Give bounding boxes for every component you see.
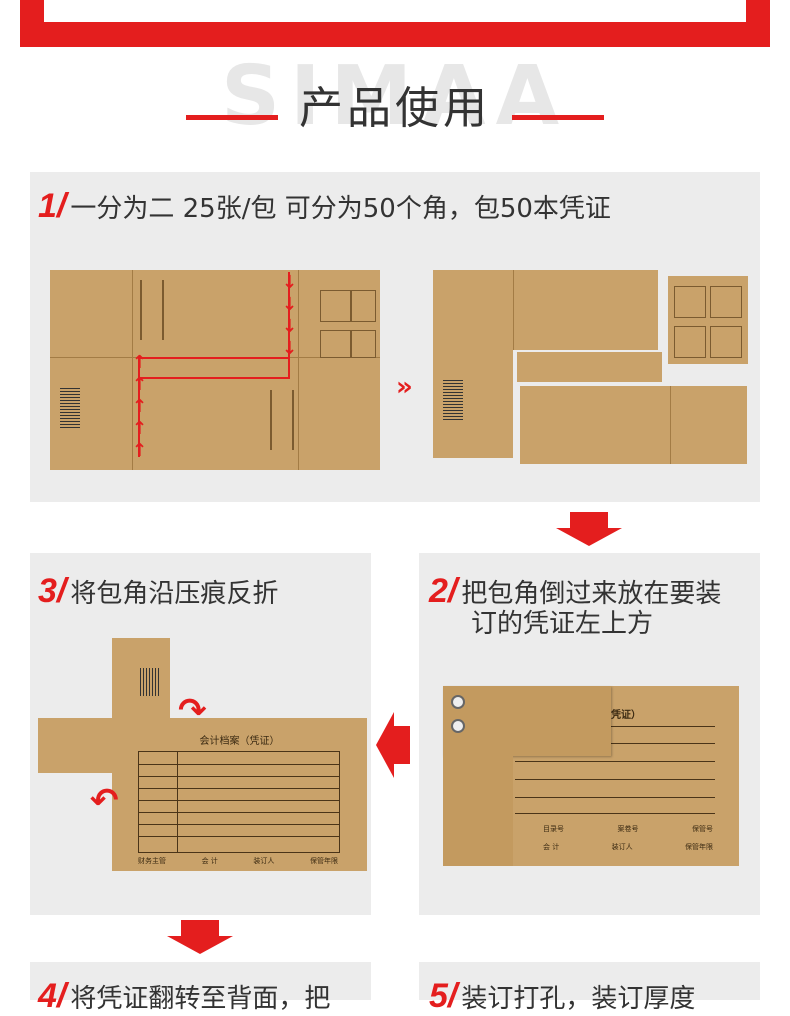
kraft-piece-bottom-left <box>433 350 513 458</box>
grommet-icon <box>451 695 465 709</box>
header-line-left <box>186 115 278 120</box>
step-4-caption: 4/将凭证翻转至背面，把 <box>38 977 331 1016</box>
form-left-footer-0: 财务主管 <box>138 857 166 865</box>
top-frame-inner <box>44 0 746 22</box>
step-3-text: 将包角沿压痕反折 <box>70 579 279 609</box>
cut-line-left <box>138 357 140 457</box>
arrow-left-block <box>394 726 410 764</box>
arrow-down-icon: ↓↓↓↓ <box>282 272 298 359</box>
form-right-footer-1: 装订人 <box>611 843 633 851</box>
form-left-footer-3: 保管年限 <box>309 857 338 865</box>
kraft-piece-top-left <box>433 270 658 350</box>
step-2-text-line2: 订的凭证左上方 <box>471 609 654 639</box>
form-left-footer-2: 装订人 <box>253 857 275 865</box>
arrow-down-block-2 <box>181 920 219 936</box>
step-3-panel: 3/将包角沿压痕反折 会计档案（凭证） 财务主管 会 计 装订人 保管年限 ↷ … <box>30 553 371 915</box>
cut-line-bottom <box>140 377 290 379</box>
form-right-label-2: 保管号 <box>692 825 713 833</box>
step-2-number: 2/ <box>429 572 458 610</box>
grommet-icon-2 <box>451 719 465 733</box>
step-2-panel: 2/把包角倒过来放在要装 订的凭证左上方 凭证） 目录号 案卷号 保管号 会 计… <box>419 553 760 915</box>
form-right-footer-0: 会 计 <box>543 843 560 851</box>
cut-line-right <box>288 272 290 377</box>
cut-line-top <box>140 357 290 359</box>
form-right-footer-2: 保管年限 <box>684 843 713 851</box>
form-right-title: 凭证） <box>611 710 641 721</box>
arrow-down-block <box>570 512 608 528</box>
step-3-caption: 3/将包角沿压痕反折 <box>38 572 279 611</box>
step-1-panel: 1/一分为二 25张/包 可分为50个角，包50本凭证 ↓↓↓↓ ↑↑↑↑↑ » <box>30 172 760 502</box>
step-5-panel: 5/装订打孔，装订厚度 <box>419 962 760 1014</box>
step-3-number: 3/ <box>38 572 67 610</box>
step-5-caption: 5/装订打孔，装订厚度 <box>429 977 696 1016</box>
arrow-down-head-icon-2 <box>167 936 233 954</box>
step-1-number: 1/ <box>38 187 67 225</box>
kraft-piece-top-right <box>668 276 748 364</box>
kraft-flap-left <box>38 718 112 773</box>
section-title: 产品使用 <box>299 83 491 134</box>
form-left-footer-1: 会 计 <box>201 857 218 865</box>
step-1-text: 一分为二 25张/包 可分为50个角，包50本凭证 <box>70 194 611 224</box>
arrow-left-head-icon <box>376 712 394 778</box>
form-left-title: 会计档案（凭证） <box>199 736 280 747</box>
kraft-flap-upright <box>112 638 170 718</box>
step-4-panel: 4/将凭证翻转至背面，把 <box>30 962 371 1014</box>
archive-form-left: 会计档案（凭证） 财务主管 会 计 装订人 保管年限 <box>112 718 367 871</box>
step-4-text: 将凭证翻转至背面，把 <box>70 984 331 1014</box>
kraft-piece-bottom-right <box>520 386 747 464</box>
rotate-arrow-icon-2: ↶ <box>90 781 119 821</box>
kraft-strip <box>517 352 662 382</box>
barcode-icon <box>60 388 80 428</box>
step-1-caption: 1/一分为二 25张/包 可分为50个角，包50本凭证 <box>38 187 611 226</box>
corner-piece-side <box>443 686 513 866</box>
step-4-number: 4/ <box>38 977 67 1015</box>
arrow-up-icon: ↑↑↑↑↑ <box>132 352 148 461</box>
step-5-number: 5/ <box>429 977 458 1015</box>
rotate-arrow-icon: ↷ <box>178 691 207 731</box>
header-line-right <box>512 115 604 120</box>
step-5-text: 装订打孔，装订厚度 <box>461 984 696 1014</box>
kraft-sheet-full <box>50 270 380 470</box>
step-2-caption: 2/把包角倒过来放在要装 <box>429 572 722 611</box>
step-2-text-line1: 把包角倒过来放在要装 <box>461 579 722 609</box>
form-right-label-0: 目录号 <box>543 825 564 833</box>
chevron-right-icon: » <box>396 372 413 402</box>
watermark-text: SIMAA <box>220 49 570 144</box>
arrow-down-head-icon <box>556 528 622 546</box>
form-right-label-1: 案卷号 <box>617 825 639 833</box>
